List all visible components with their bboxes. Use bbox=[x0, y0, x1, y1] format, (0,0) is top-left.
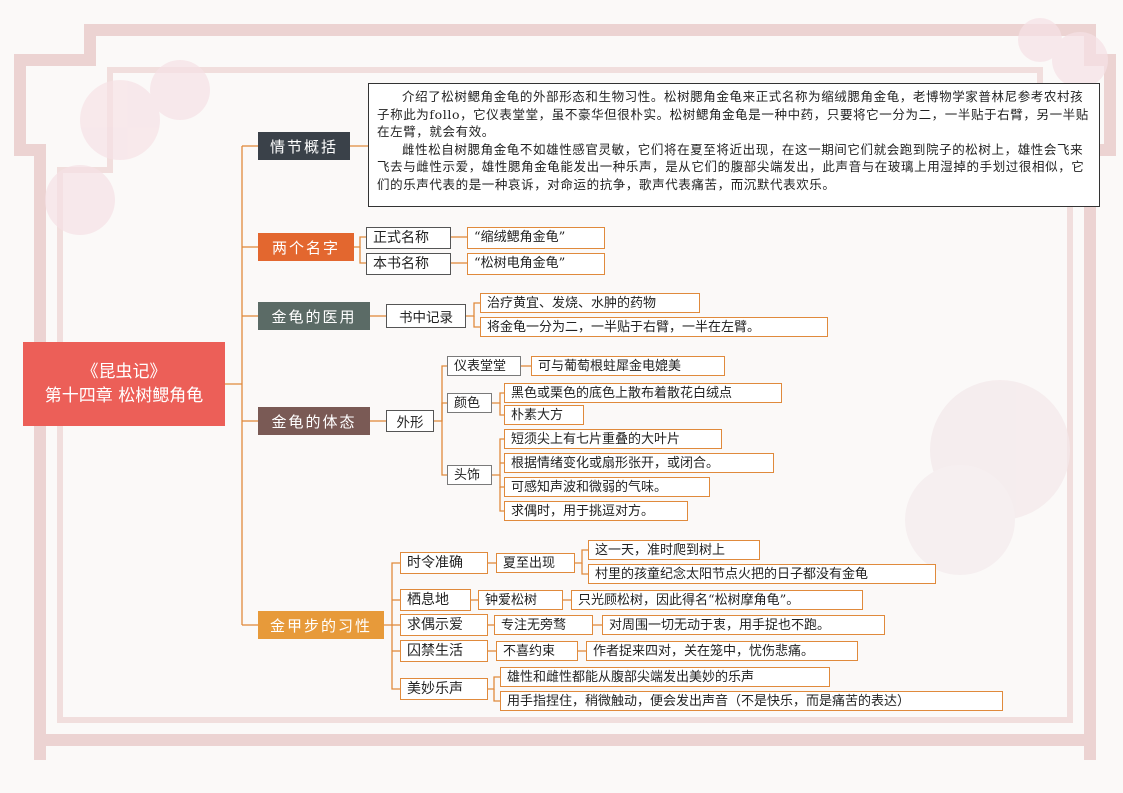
captive-key: 囚禁生活 bbox=[400, 640, 488, 662]
music-key: 美妙乐声 bbox=[400, 678, 488, 700]
summary-text: 介绍了松树鳃角金龟的外部形态和生物习性。松树腮角金龟来正式名称为缩绒腮角金龟，老… bbox=[368, 83, 1100, 207]
branch-summary-label: 情节概括 bbox=[269, 137, 338, 156]
book-title: 《昆虫记》 bbox=[81, 362, 167, 382]
appearance-value: 可与葡萄根蛀犀金电媲美 bbox=[531, 356, 725, 376]
name-key-formal: 正式名称 bbox=[366, 227, 451, 249]
name-value-formal: “缩绒鳃角金龟” bbox=[467, 227, 605, 249]
head-key: 头饰 bbox=[447, 465, 492, 485]
medical-item-2: 将金龟一分为二，一半贴于右臂，一半在左臂。 bbox=[480, 317, 828, 337]
branch-body: 金龟的体态 bbox=[258, 407, 370, 435]
chapter-title: 第十四章 松树鳃角龟 bbox=[44, 386, 204, 406]
color-item-1: 黑色或栗色的底色上散布着散花白绒点 bbox=[504, 383, 782, 403]
captive-value: 作者捉来四对，关在笼中，忧伤悲痛。 bbox=[586, 641, 858, 661]
branch-habits: 金甲步的习性 bbox=[258, 611, 384, 639]
branch-medical-label: 金龟的医用 bbox=[271, 307, 357, 326]
habitat-mid: 钟爱松树 bbox=[478, 590, 563, 610]
appearance-key: 仪表堂堂 bbox=[447, 356, 521, 376]
head-item-3: 可感知声波和微弱的气味。 bbox=[504, 477, 710, 497]
habitat-value: 只光顾松树，因此得名“松树摩角龟”。 bbox=[571, 590, 863, 610]
habitat-key: 栖息地 bbox=[400, 589, 471, 611]
branch-summary: 情节概括 bbox=[258, 132, 350, 160]
courtship-mid: 专注无旁骛 bbox=[494, 615, 593, 635]
head-item-1: 短须尖上有七片重叠的大叶片 bbox=[504, 429, 722, 449]
name-key-book: 本书名称 bbox=[366, 253, 451, 275]
branch-medical: 金龟的医用 bbox=[258, 302, 370, 330]
color-key: 颜色 bbox=[447, 393, 492, 413]
courtship-value: 对周围一切无动于衷，用手捉也不跑。 bbox=[602, 615, 885, 635]
body-appearance: 外形 bbox=[386, 410, 434, 432]
head-item-4: 求偶时，用于挑逗对方。 bbox=[504, 501, 688, 521]
summary-paragraph-2: 雌性松自树腮角金龟不如雄性感官灵敏，它们将在夏至将近出现，在这一期间它们就会跑到… bbox=[377, 141, 1085, 192]
timing-mid: 夏至出现 bbox=[496, 553, 575, 573]
courtship-key: 求偶示爱 bbox=[400, 614, 488, 636]
medical-record: 书中记录 bbox=[386, 304, 466, 328]
root-title: 《昆虫记》 第十四章 松树鳃角龟 bbox=[23, 342, 225, 426]
head-item-2: 根据情绪变化或扇形张开，或闭合。 bbox=[504, 453, 774, 473]
timing-key: 时令准确 bbox=[400, 552, 488, 574]
branch-names-label: 两个名字 bbox=[271, 238, 340, 257]
branch-habits-label: 金甲步的习性 bbox=[269, 616, 372, 635]
music-item-2: 用手指捏住，稍微触动，便会发出声音（不是快乐，而是痛苦的表达） bbox=[500, 691, 1003, 711]
timing-item-2: 村里的孩童纪念太阳节点火把的日子都没有金龟 bbox=[588, 564, 936, 584]
summary-paragraph-1: 介绍了松树鳃角金龟的外部形态和生物习性。松树腮角金龟来正式名称为缩绒腮角金龟，老… bbox=[377, 89, 1089, 139]
branch-body-label: 金龟的体态 bbox=[271, 412, 357, 431]
name-value-book: “松树电角金龟” bbox=[467, 253, 605, 275]
timing-item-1: 这一天，准时爬到树上 bbox=[588, 540, 760, 560]
captive-mid: 不喜约束 bbox=[496, 641, 578, 661]
color-item-2: 朴素大方 bbox=[504, 405, 584, 425]
medical-item-1: 治疗黄宜、发烧、水肿的药物 bbox=[480, 293, 700, 313]
music-item-1: 雄性和雌性都能从腹部尖端发出美妙的乐声 bbox=[500, 667, 830, 687]
branch-names: 两个名字 bbox=[258, 233, 354, 261]
